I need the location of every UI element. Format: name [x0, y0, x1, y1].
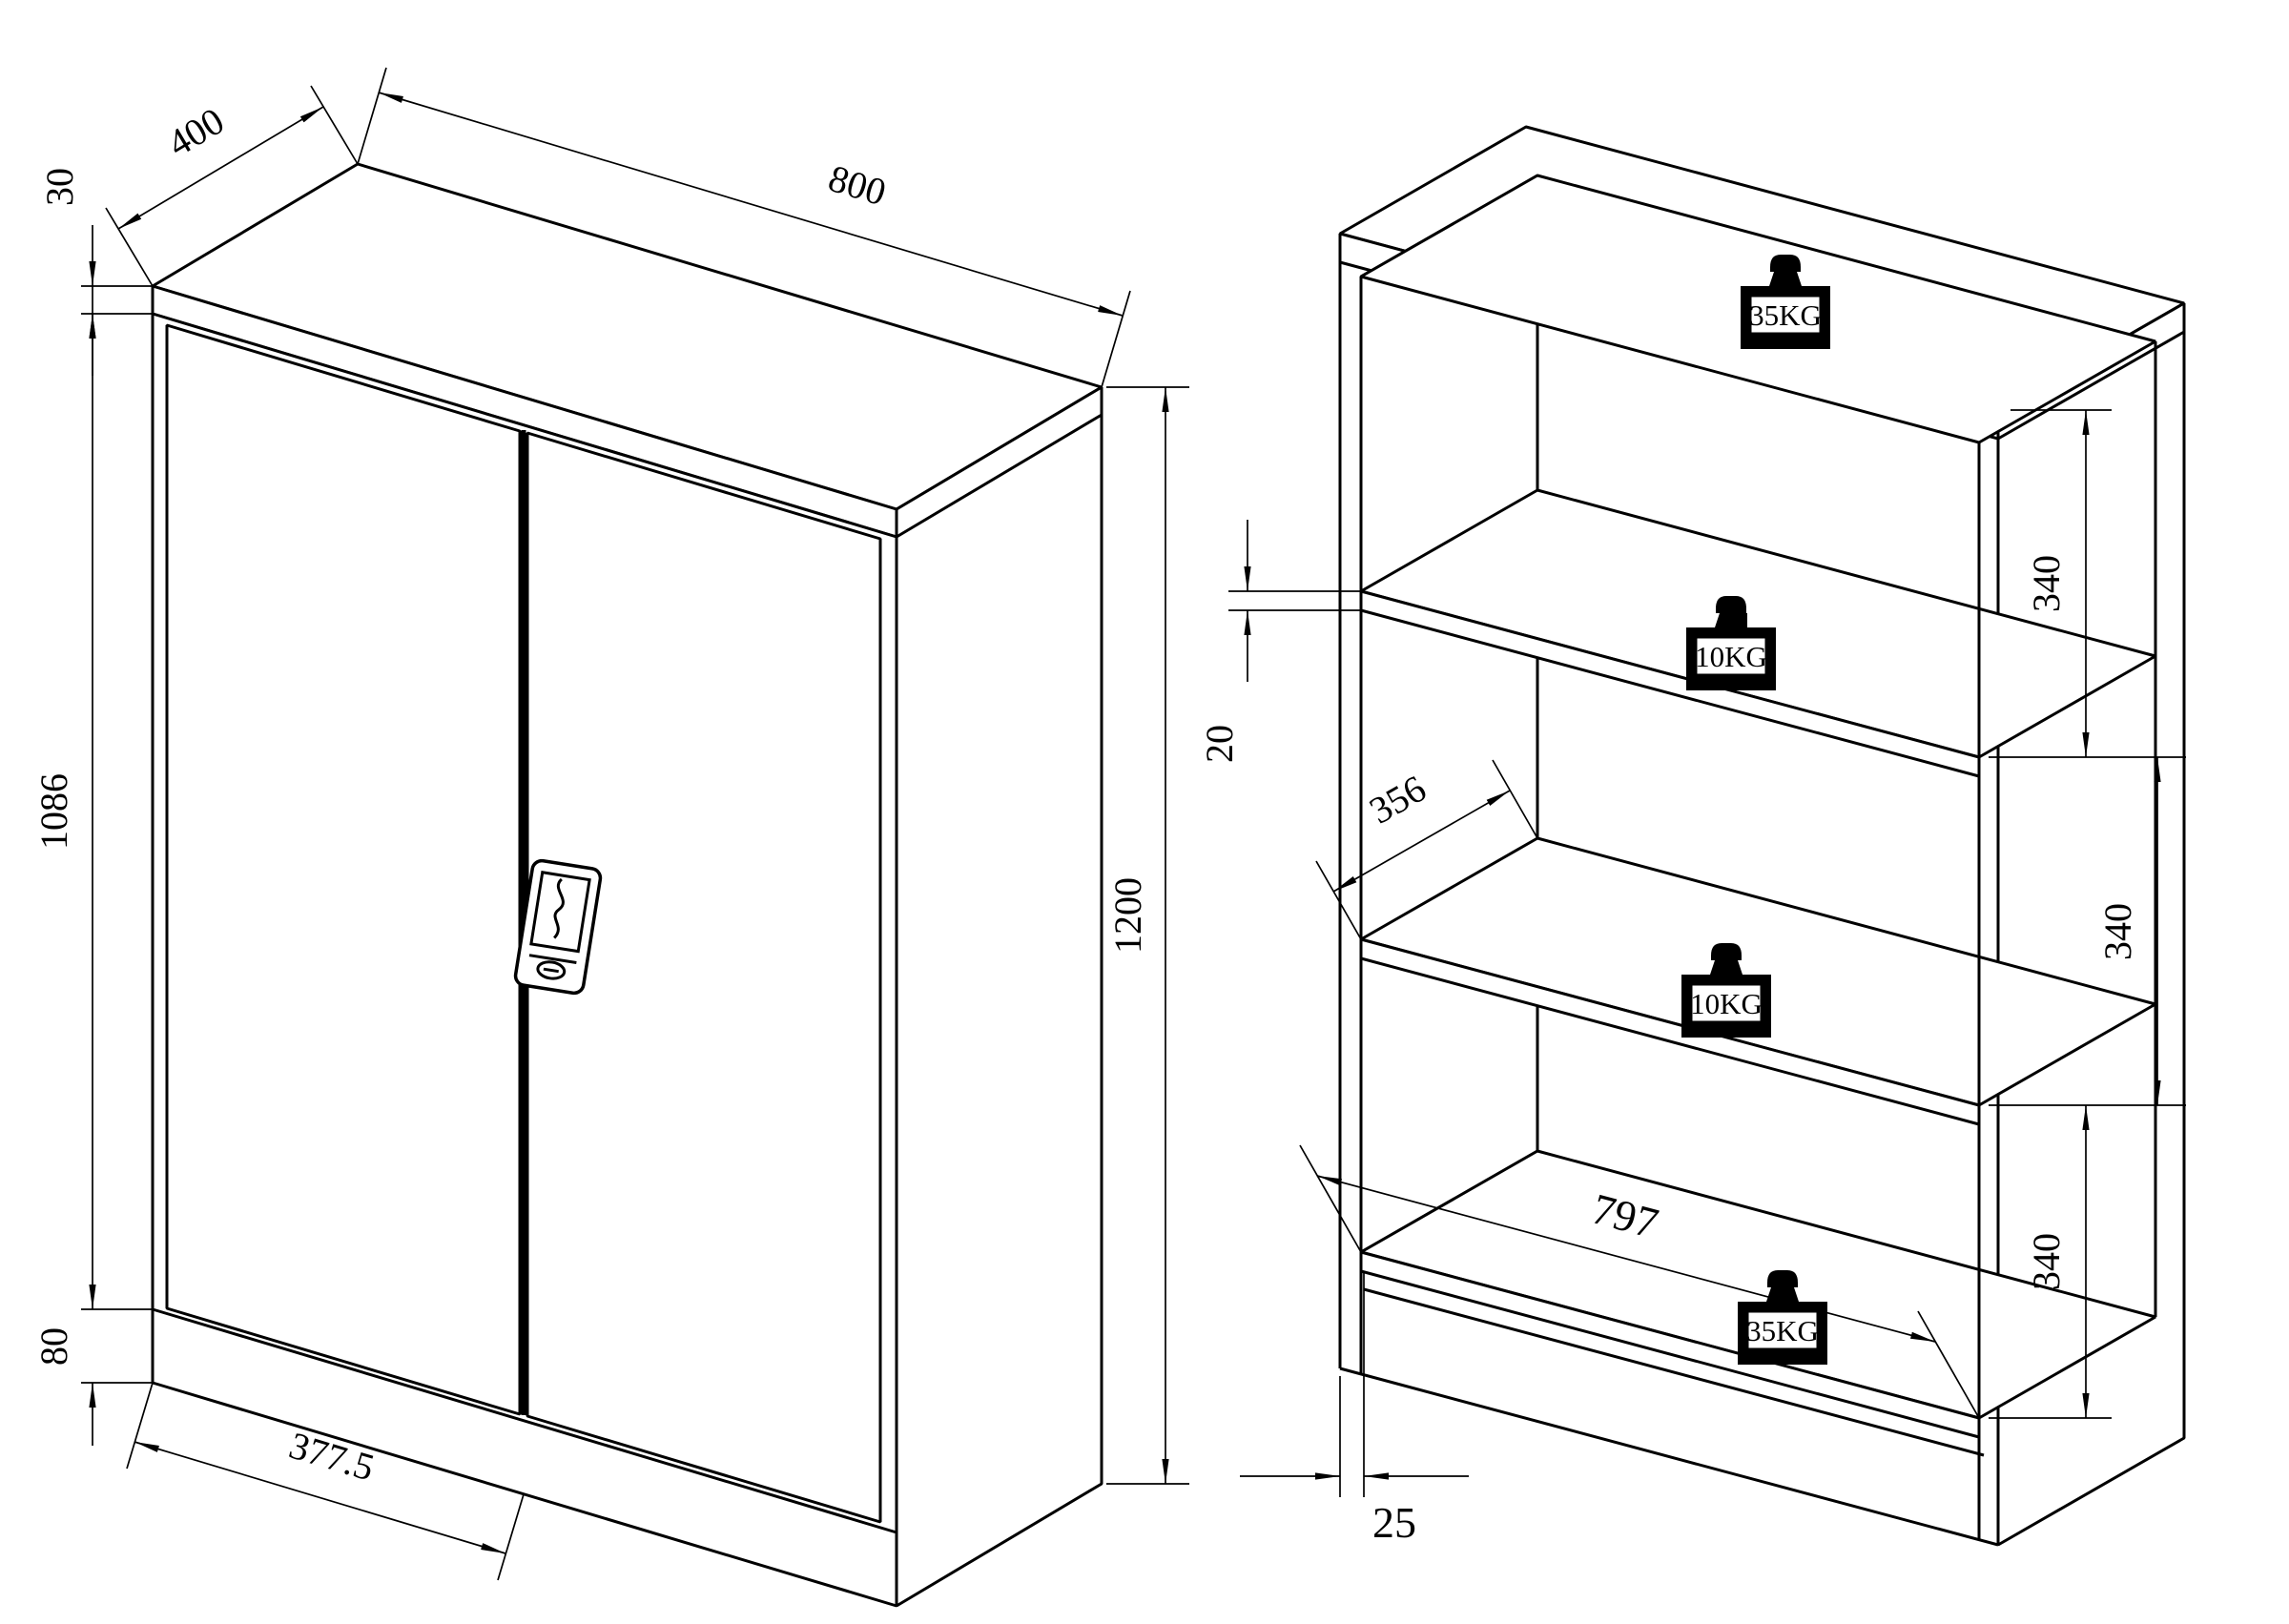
dim-label-depth: 400 — [160, 99, 232, 165]
keyhole — [536, 960, 567, 980]
dim-shelf-thickness-20: 20 — [1198, 520, 1361, 763]
dim-label-shelf-thickness: 20 — [1198, 725, 1241, 763]
dim-label-plinth-height: 80 — [32, 1327, 75, 1366]
dim-plinth-80: 80 — [32, 1327, 153, 1446]
weight-icon-shelf2: 10KG — [1681, 943, 1771, 1038]
lock-handle — [513, 858, 603, 996]
load-label-bottom: 35KG — [1746, 1314, 1819, 1347]
handle-grip — [552, 877, 565, 939]
plinth-top-edge — [152, 1307, 897, 1534]
shelf-1 — [1359, 488, 2156, 778]
weight-icon-top: 35KG — [1741, 255, 1830, 349]
dim-label-total-height: 1200 — [1106, 877, 1149, 954]
cabinet-shell — [1338, 125, 2186, 1547]
top-slab-side-edge — [1997, 330, 2185, 441]
dim-total-height-1200: 1200 — [1106, 386, 1189, 1485]
dim-label-base-inset: 25 — [1372, 1498, 1416, 1547]
dim-label-top-thickness: 30 — [38, 168, 81, 206]
right-side-face — [895, 385, 1103, 1608]
top-slab-side-edge — [896, 413, 1103, 539]
dim-label-width: 800 — [824, 156, 891, 214]
left-door — [165, 323, 522, 1416]
load-label-shelf2: 10KG — [1690, 987, 1763, 1020]
interior-left-wall — [1359, 174, 1539, 1254]
dim-shelf-gap-mid-340: 340 — [1989, 757, 2186, 1106]
dim-door-height-1086: 1086 — [32, 314, 153, 1310]
doors — [165, 323, 882, 1524]
load-label-top: 35KG — [1749, 298, 1822, 332]
dim-label-door-height: 1086 — [32, 773, 75, 850]
dim-top-30: 30 — [38, 168, 153, 376]
closed-cabinet-view: 400 800 30 1086 80 — [32, 67, 1189, 1608]
dim-label-shelf-gap-mid: 340 — [2096, 903, 2139, 960]
right-door — [526, 431, 882, 1524]
dim-shelf-gap-bottom-340: 340 — [1989, 1105, 2112, 1419]
dim-label-shelf-gap-top: 340 — [2025, 555, 2068, 612]
dim-shelf-gap-top-340: 340 — [1989, 409, 2186, 758]
weight-icon-shelf1: 10KG — [1686, 596, 1776, 690]
load-label-shelf1: 10KG — [1695, 640, 1767, 673]
dim-base-inset-25: 25 — [1240, 1272, 1469, 1547]
open-cabinet-view: 35KG 10KG 10KG 35KG — [1198, 125, 2186, 1547]
dim-label-shelf-gap-bottom: 340 — [2025, 1233, 2068, 1290]
bottom-front-edge — [1339, 1367, 1999, 1547]
